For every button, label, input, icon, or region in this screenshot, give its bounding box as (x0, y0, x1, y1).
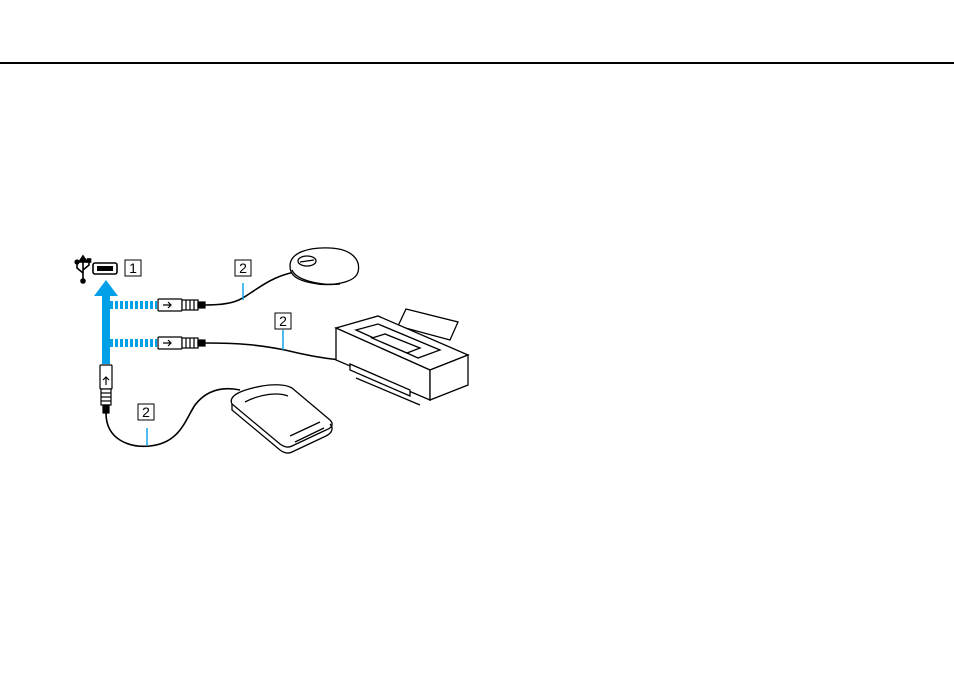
svg-text:2: 2 (239, 260, 247, 276)
external-drive-icon (231, 385, 332, 453)
svg-text:2: 2 (279, 313, 287, 329)
svg-text:1: 1 (129, 260, 137, 276)
mouse-cable (205, 272, 295, 305)
svg-text:2: 2 (142, 404, 150, 420)
printer-cable (205, 343, 340, 360)
drive-cable (106, 389, 240, 447)
mouse-icon (290, 248, 359, 285)
usb-plug-icon (100, 365, 112, 413)
usb-port-icon (93, 263, 117, 274)
printer-icon (336, 309, 468, 405)
usb-plug-icon (158, 299, 205, 311)
callout-drive-cable: 2 (138, 404, 154, 420)
callout-printer-cable: 2 (275, 313, 291, 329)
callout-port: 1 (125, 260, 141, 276)
insert-arrow (94, 280, 118, 364)
usb-symbol-icon (75, 256, 90, 283)
callout-mouse-cable: 2 (235, 260, 251, 276)
usb-plug-icon (158, 337, 205, 349)
